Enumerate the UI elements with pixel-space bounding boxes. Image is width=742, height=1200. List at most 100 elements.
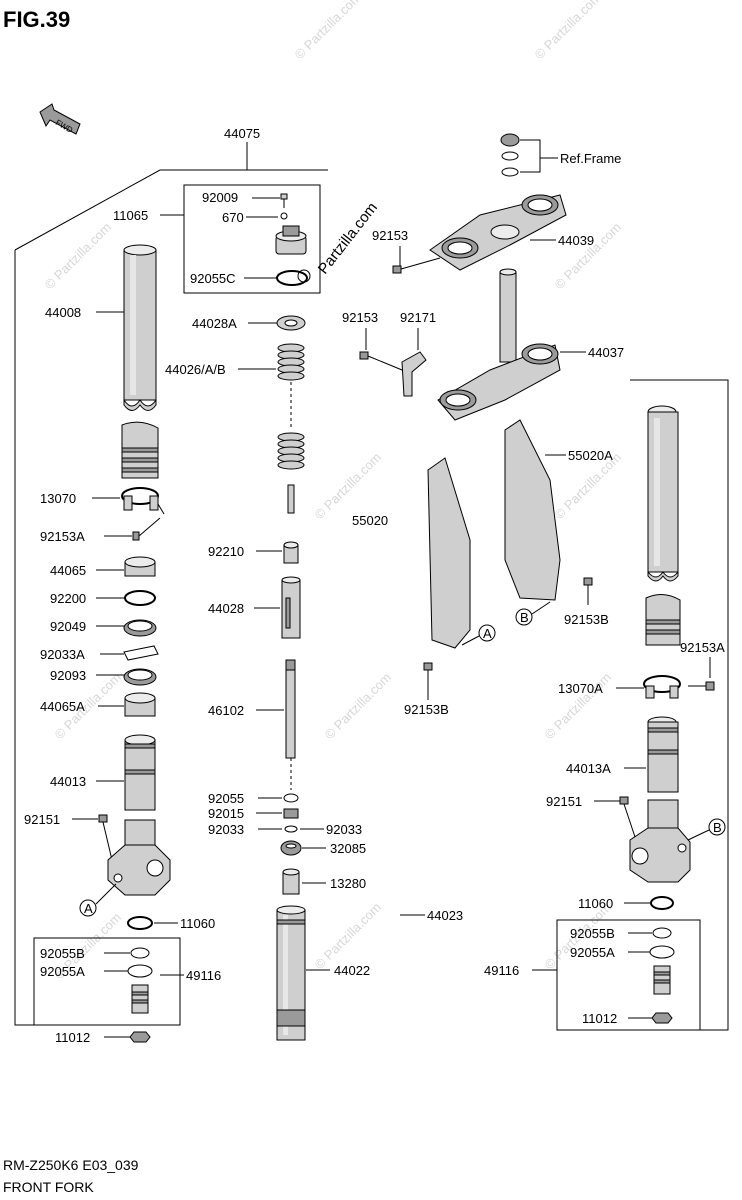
label-11012-left: 11012 — [55, 1030, 90, 1045]
label-92015: 92015 — [208, 806, 244, 821]
o-ring-92055B-left-part — [130, 947, 150, 959]
label-92153B-left: 92153B — [404, 702, 449, 717]
label-92153A-right: 92153A — [680, 640, 725, 655]
bolt-92009-part — [280, 193, 288, 208]
nut-92015-part — [283, 808, 299, 819]
cylinder-44022-part — [276, 905, 306, 1041]
kit-box-11065 — [183, 184, 321, 294]
label-92055B-left: 92055B — [40, 946, 85, 961]
label-55020: 55020 — [352, 513, 388, 528]
fork-cap-part — [275, 225, 307, 255]
label-92049: 92049 — [50, 619, 86, 634]
watermark: © Partzilla.com — [312, 450, 385, 523]
outer-tube-right-part — [647, 405, 679, 582]
label-92055C: 92055C — [190, 271, 236, 286]
watermark: © Partzilla.com — [312, 900, 385, 973]
leader-A — [95, 883, 117, 905]
label-ref-frame: Ref.Frame — [560, 151, 621, 166]
fork-bushing-part — [121, 421, 159, 479]
label-92151-right: 92151 — [546, 794, 582, 809]
label-44039: 44039 — [558, 233, 594, 248]
valve-49116-left-part — [131, 984, 149, 1014]
snap-ring-92033A-part — [123, 645, 159, 661]
oil-seal-92049-part — [123, 619, 157, 637]
label-92033-l: 92033 — [208, 822, 244, 837]
bolt-92153A-left-part — [132, 517, 161, 541]
nut-92210-part — [283, 541, 299, 564]
bolt-92153B-left-part — [423, 662, 433, 700]
dust-seal-92093-part — [123, 668, 157, 686]
label-49116-right: 49116 — [484, 963, 519, 978]
bolt-92153A-right-part — [688, 681, 715, 691]
damper-rod-46102-part — [285, 659, 296, 790]
label-92153-top: 92153 — [372, 228, 408, 243]
o-ring-92055C-part — [276, 270, 308, 286]
fork-bushing-right-part — [645, 594, 681, 646]
watermark: © Partzilla.com — [552, 220, 625, 293]
bolt-92151-left-part — [98, 814, 113, 861]
label-44028A: 44028A — [192, 316, 237, 331]
rod-tip-part — [287, 484, 295, 514]
label-11060-right: 11060 — [578, 896, 613, 911]
watermark: © Partzilla.com — [42, 220, 115, 293]
label-92055B-right: 92055B — [570, 926, 615, 941]
label-92151-left: 92151 — [24, 812, 60, 827]
inner-tube-44013A-part — [647, 716, 679, 793]
label-11060-left: 11060 — [180, 916, 215, 931]
steering-stem-44037-part — [437, 268, 561, 421]
label-92055A-left: 92055A — [40, 964, 85, 979]
label-92033-r: 92033 — [326, 822, 362, 837]
label-44037: 44037 — [588, 345, 624, 360]
fork-guard-55020A-part — [504, 419, 561, 601]
inner-tube-44013-part — [124, 734, 156, 811]
label-44023: 44023 — [427, 908, 463, 923]
fork-spring-44026-part — [277, 343, 305, 470]
o-ring-11060-right-part — [650, 896, 674, 910]
label-92093: 92093 — [50, 668, 86, 683]
o-ring-92055A-right-part — [649, 945, 675, 959]
bolt-92151-right-part — [619, 796, 637, 841]
axle-bracket-left-part — [107, 819, 171, 896]
spring-seat-hole — [284, 319, 298, 327]
o-ring-92055-part — [283, 793, 299, 803]
ref-circle-B-right — [708, 818, 726, 836]
label-32085: 32085 — [330, 841, 366, 856]
fork-guard-55020-part — [427, 457, 471, 649]
label-11012-right: 11012 — [582, 1011, 617, 1026]
label-B-right: B — [713, 820, 722, 835]
label-44065A: 44065A — [40, 699, 85, 714]
label-44013A: 44013A — [566, 761, 611, 776]
clamp-13070A-part — [643, 675, 681, 699]
o-ring-92055A-left-part — [127, 964, 153, 978]
label-46102: 46102 — [208, 703, 244, 718]
label-92153-mid: 92153 — [342, 310, 378, 325]
bushing-44065A-part — [124, 692, 156, 717]
figure-title: FIG.39 — [3, 7, 70, 32]
label-92055A-right: 92055A — [570, 945, 615, 960]
valve-49116-right-part — [653, 965, 671, 995]
label-92200: 92200 — [50, 591, 86, 606]
bolt-92153-top-part — [392, 257, 441, 274]
label-49116-left: 49116 — [186, 968, 221, 983]
ref-circle-A-left — [79, 899, 97, 917]
label-44065: 44065 — [50, 563, 86, 578]
assembly-outline-right — [556, 379, 729, 1031]
watermark: © Partzilla.com — [532, 0, 605, 62]
spring-guide-44028-part — [281, 576, 301, 639]
leader-B-mid — [531, 601, 551, 615]
label-44026AB: 44026/A/B — [165, 362, 226, 377]
label-44013: 44013 — [50, 774, 86, 789]
bolt-92153B-right-part — [583, 577, 593, 605]
label-11065: 11065 — [113, 208, 148, 223]
clamp-92171-part — [401, 351, 427, 397]
watermark: © Partzilla.com — [322, 670, 395, 743]
label-13280: 13280 — [330, 876, 366, 891]
fwd-arrow-icon: FWD — [39, 103, 81, 135]
leader-B-right — [687, 829, 710, 841]
label-B-mid: B — [520, 610, 529, 625]
label-670: 670 — [222, 210, 244, 225]
upper-bracket-44039-part — [429, 194, 567, 271]
leader-A-mid — [461, 635, 480, 646]
o-ring-small — [297, 269, 311, 283]
axle-bracket-right-part — [629, 799, 691, 883]
